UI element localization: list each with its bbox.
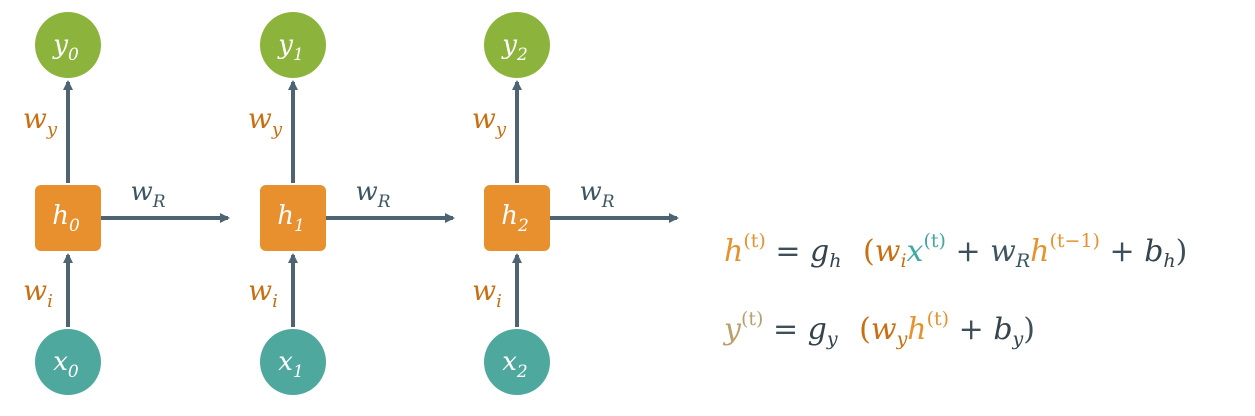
recurrent-weight-label-1: wR — [355, 177, 390, 212]
eq1-plus-1: + — [955, 234, 981, 269]
eq1-lhs-sup: (t) — [743, 230, 766, 252]
hidden-node-label-2: h2 — [501, 201, 529, 236]
input-weight-label-1: wi — [248, 274, 278, 312]
eq2-hidden: h — [907, 312, 927, 347]
eq1-open-paren: ( — [863, 234, 875, 269]
eq1-recurrent-weight-sub: R — [1015, 250, 1031, 272]
output-weight-label-2: wy — [472, 102, 507, 140]
eq1-prev-hidden: h — [1030, 234, 1050, 269]
input-node-0 — [35, 329, 101, 395]
eq2-plus: + — [958, 312, 984, 347]
eq2-output-weight: w — [870, 312, 897, 347]
eq2-bias: b — [993, 312, 1013, 347]
eq1-plus-2: + — [1109, 234, 1135, 269]
hidden-node-1 — [260, 185, 326, 251]
eq1-input-sup: (t) — [923, 230, 946, 252]
eq1-recurrent-weight: w — [990, 234, 1016, 269]
hidden-node-0 — [35, 185, 101, 251]
eq1-bias: b — [1144, 234, 1164, 269]
output-node-label-1: y1 — [277, 30, 304, 65]
eq2-equals: = — [772, 312, 799, 347]
output-equation: y(t) = gy (wyh(t) + by) — [724, 308, 1035, 350]
output-node-label-0: y0 — [52, 30, 79, 65]
eq2-bias-sub: y — [1012, 328, 1024, 350]
recurrent-weight-label-0: wR — [130, 177, 165, 212]
output-weight-label-1: wy — [248, 102, 283, 140]
eq2-output-weight-sub: y — [896, 328, 908, 350]
input-node-2 — [484, 329, 550, 395]
output-node-0 — [35, 12, 101, 78]
eq2-lhs-sup: (t) — [740, 308, 764, 330]
recurrent-weight-label-2: wR — [579, 177, 614, 212]
eq2-open-paren: ( — [859, 312, 871, 347]
eq1-activation-sub: h — [829, 250, 842, 272]
output-node-label-2: y2 — [501, 30, 528, 65]
output-node-2 — [484, 12, 550, 78]
eq1-input: x — [906, 234, 924, 269]
eq2-hidden-sup: (t) — [926, 308, 950, 330]
hidden-node-label-1: h1 — [277, 201, 305, 236]
input-weight-label-2: wi — [472, 274, 502, 312]
eq1-activation: g — [810, 234, 830, 269]
hidden-node-label-0: h0 — [52, 201, 80, 236]
eq1-input-weight: w — [874, 234, 901, 269]
input-node-label-2: x2 — [502, 347, 528, 382]
input-node-1 — [260, 329, 326, 395]
hidden-node-2 — [484, 185, 550, 251]
eq2-lhs: y — [724, 312, 741, 347]
input-node-label-0: x0 — [53, 347, 79, 382]
hidden-state-equation: h(t) = gh (wix(t) + wRh(t−1) + bh) — [724, 230, 1187, 272]
eq2-activation-sub: y — [826, 328, 838, 350]
eq1-prev-hidden-sup: (t−1) — [1049, 230, 1100, 252]
eq1-close-paren: ) — [1175, 234, 1188, 269]
eq1-equals: = — [775, 234, 801, 269]
eq1-input-weight-sub: i — [900, 250, 907, 272]
output-weight-label-0: wy — [23, 102, 58, 140]
eq2-activation: g — [807, 312, 827, 347]
eq2-close-paren: ) — [1023, 312, 1035, 347]
eq1-lhs: h — [724, 234, 744, 269]
input-weight-label-0: wi — [23, 274, 53, 312]
input-node-label-1: x1 — [278, 347, 304, 382]
eq1-bias-sub: h — [1163, 250, 1176, 272]
output-node-1 — [260, 12, 326, 78]
